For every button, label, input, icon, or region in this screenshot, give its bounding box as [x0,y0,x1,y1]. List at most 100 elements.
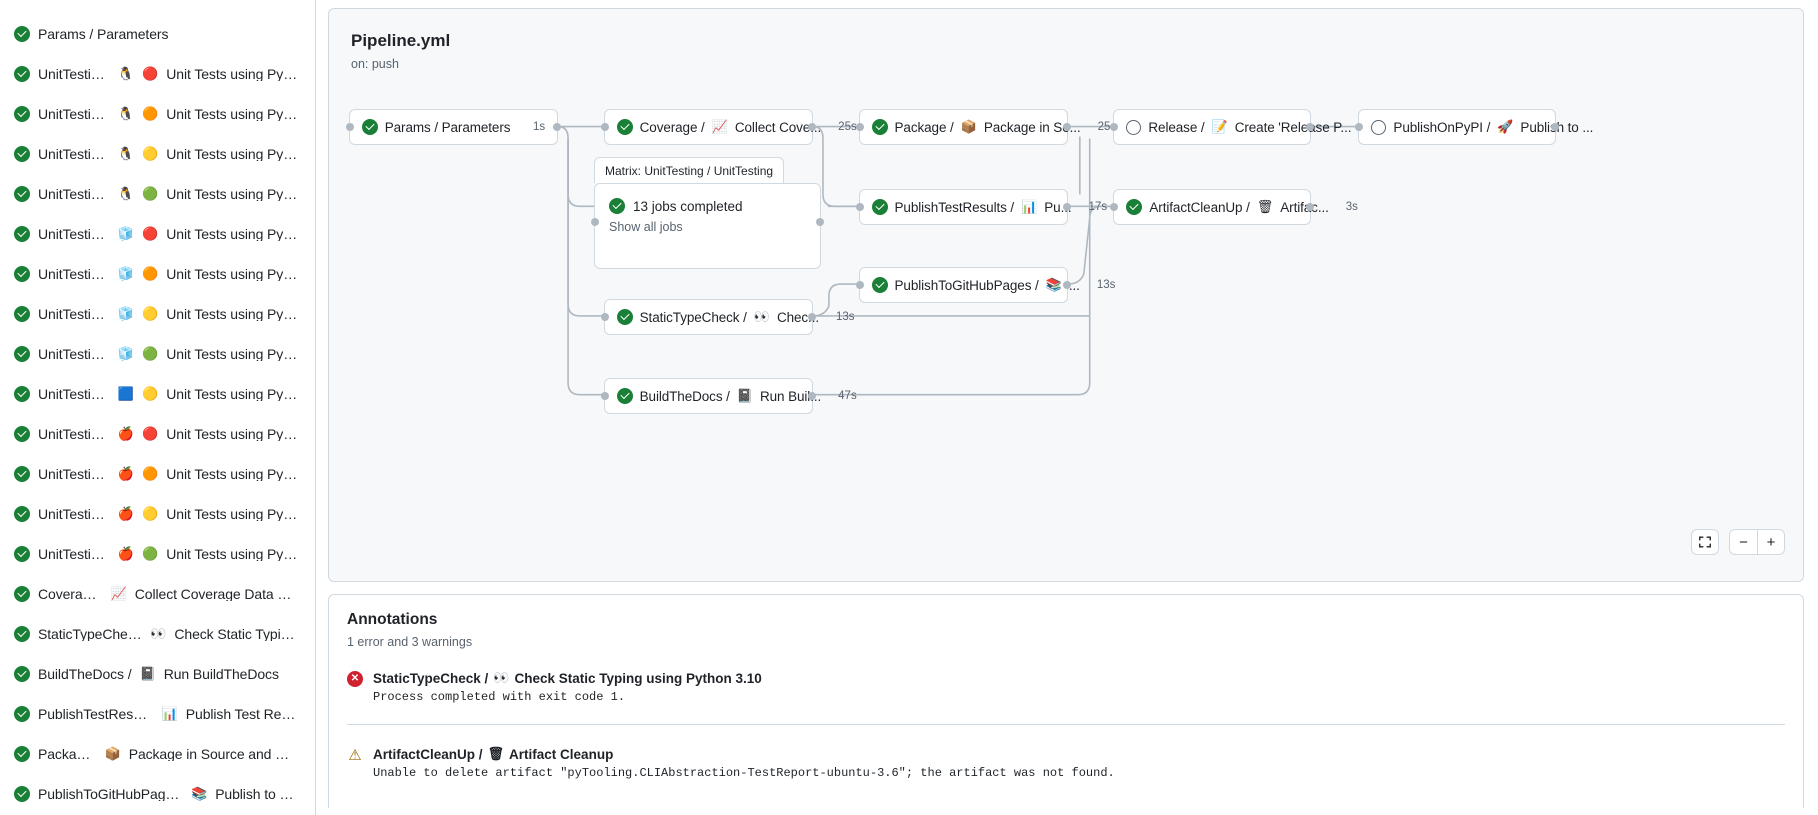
success-icon [14,666,30,682]
node-in-port [600,313,609,321]
version-dot-icon: 🟡 [142,306,159,322]
graph-node-pypi[interactable]: PublishOnPyPI / 🚀Publish to ... [1355,109,1593,145]
annotation-heading[interactable]: ArtifactCleanUp / 🗑Artifact Cleanup [373,747,1115,762]
zoom-in-label: + [1766,533,1776,551]
node-out-port [1062,281,1071,289]
sidebar-job-item[interactable]: UnitTesting / 🧊🔴Unit Tests using Pyth... [6,214,309,254]
graph-node-coverage[interactable]: Coverage / 📈Collect Cove...25s [600,109,857,145]
zoom-out-label: − [1739,533,1748,551]
sidebar-job-item[interactable]: Params / Parameters [6,14,309,54]
graph-node-label: StaticTypeCheck / [639,309,747,325]
annotation-job: ArtifactCleanUp / [373,747,483,762]
graph-node-step: ... [1068,277,1080,293]
sidebar-job-item[interactable]: UnitTesting / 🟦🟡Unit Tests using Pyth... [6,374,309,414]
graph-node-duration: 13s [836,311,855,323]
platform-emoji-icon: 🍎 [117,466,135,482]
graph-zoom-controls: − + [1691,529,1785,555]
graph-node-release[interactable]: Release / 📝Create 'Release P... [1110,109,1351,145]
version-dot-icon: 🟠 [142,466,159,482]
sidebar-job-step: Unit Tests using Pyth... [166,467,299,481]
annotation-body: StaticTypeCheck / 👀Check Static Typing u… [373,671,762,704]
graph-node-emoji-icon: 📈 [711,119,728,135]
graph-node-duration: 47s [838,390,857,402]
graph-node-label: PublishOnPyPI / [1393,119,1491,135]
sidebar-job-step: Unit Tests using Pyth... [166,507,299,521]
graph-node-step: Run Buil... [759,388,822,404]
graph-node-package[interactable]: Package / 📦Package in So...25s [855,109,1116,145]
sidebar-job-item[interactable]: UnitTesting / 🍎🟢Unit Tests using Pyth... [6,534,309,574]
main-content: Pipeline.yml on: push [316,0,1818,815]
matrix-in-port [591,218,599,226]
node-in-port [1355,123,1364,131]
graph-node-emoji-icon: 📝 [1211,119,1228,135]
matrix-summary-row[interactable]: 13 jobs completed [595,184,820,214]
version-dot-icon: 🟡 [142,506,159,522]
sidebar-job-item[interactable]: UnitTesting / 🍎🟠Unit Tests using Pyth... [6,454,309,494]
node-in-port [345,123,354,131]
sidebar-job-item[interactable]: UnitTesting / 🐧🟡Unit Tests using Pyth... [6,134,309,174]
graph-node-cleanup[interactable]: ArtifactCleanUp / 🗑Artifac...3s [1110,189,1358,225]
graph-node-statictype[interactable]: StaticTypeCheck / 👀Chec...13s [600,299,855,335]
zoom-out-button[interactable]: − [1729,529,1757,555]
node-in-port [600,392,609,400]
sidebar-job-item[interactable]: UnitTesting / 🧊🟡Unit Tests using Pyth... [6,294,309,334]
graph-node-publishtest[interactable]: PublishTestResults / 📊Pu...17s [855,189,1107,225]
platform-emoji-icon: 📚 [191,786,208,802]
skipped-icon [1126,119,1142,135]
sidebar-job-item[interactable]: UnitTesting / 🧊🟠Unit Tests using Pyth... [6,254,309,294]
sidebar-job-label: UnitTesting / [38,307,110,321]
node-out-port [1062,203,1071,211]
annotation-step: Artifact Cleanup [509,747,614,762]
sidebar-job-item[interactable]: UnitTesting / 🍎🟡Unit Tests using Pyth... [6,494,309,534]
sidebar-job-item[interactable]: Package / 📦Package in Source and Wh... [6,734,309,774]
platform-emoji-icon: 🍎 [117,546,135,562]
annotation-heading[interactable]: StaticTypeCheck / 👀Check Static Typing u… [373,671,762,686]
fit-screen-button[interactable] [1691,529,1719,555]
graph-node-emoji-icon: 📚 [1045,277,1062,293]
sidebar-job-step: Unit Tests using Pyth... [166,547,299,561]
graph-node-buildthedocs[interactable]: BuildTheDocs / 📓Run Buil...47s [600,378,857,414]
sidebar-job-item[interactable]: StaticTypeCheck / 👀Check Static Typing..… [6,614,309,654]
sidebar-job-item[interactable]: UnitTesting / 🐧🟠Unit Tests using Pyth... [6,94,309,134]
annotation-message: Unable to delete artifact "pyTooling.CLI… [373,766,1115,780]
success-icon [14,226,30,242]
sidebar-job-item[interactable]: PublishTestResults / 📊Publish Test Resu.… [6,694,309,734]
sidebar-job-step: Package in Source and Wh... [128,747,299,761]
node-out-port [553,123,562,131]
warning-icon: ⚠ [348,746,362,764]
zoom-button-group: − + [1729,529,1785,555]
platform-emoji-icon: 📓 [139,666,156,682]
sidebar-job-item[interactable]: Coverage / 📈Collect Coverage Data usi... [6,574,309,614]
sidebar-job-item[interactable]: UnitTesting / 🧊🟢Unit Tests using Pyth... [6,334,309,374]
version-dot-icon: 🟢 [142,346,159,362]
platform-emoji-icon: 🍎 [117,426,135,442]
sidebar-job-item[interactable]: BuildTheDocs / 📓Run BuildTheDocs [6,654,309,694]
version-dot-icon: 🔴 [142,426,159,442]
sidebar-job-item[interactable]: UnitTesting / 🐧🟢Unit Tests using Pyth... [6,174,309,214]
annotation-message: Process completed with exit code 1. [373,690,626,704]
annotation-item: ✕StaticTypeCheck / 👀Check Static Typing … [347,649,1785,704]
graph-node-emoji-icon: 📊 [1021,199,1038,215]
graph-node-label: Release / [1148,119,1205,135]
version-dot-icon: 🔴 [142,226,159,242]
node-in-port [600,123,609,131]
zoom-in-button[interactable]: + [1757,529,1785,555]
sidebar-job-item[interactable]: PublishToGitHubPages / 📚Publish to G... [6,774,309,814]
sidebar-job-item[interactable]: UnitTesting / 🐧🔴Unit Tests using Pyth... [6,54,309,94]
annotations-summary: 1 error and 3 warnings [347,635,473,649]
success-icon [14,386,30,402]
sidebar-job-step: Unit Tests using Pyth... [166,147,299,161]
graph-node-publishpages[interactable]: PublishToGitHubPages / 📚...13s [855,267,1115,303]
sidebar-job-label: StaticTypeCheck / [38,627,143,641]
sidebar-job-item[interactable]: UnitTesting / 🍎🔴Unit Tests using Pyth... [6,414,309,454]
show-all-jobs-link[interactable]: Show all jobs [609,220,683,234]
success-icon [14,706,30,722]
node-out-port [1062,123,1071,131]
success-icon [1126,199,1143,215]
